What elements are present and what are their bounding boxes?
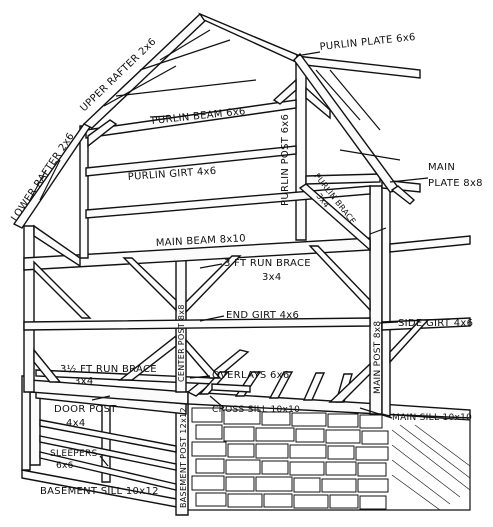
- purlin-plate-label: PURLIN PLATE 6x6: [319, 32, 416, 53]
- rafters: [12, 12, 416, 229]
- overlays-label: OVERLAYS 6x6: [212, 370, 290, 381]
- main-post-label: MAIN POST 8x8: [373, 321, 383, 394]
- cross-sill-label: CROSS SILL 10x10: [212, 405, 300, 415]
- center-post-label: CENTER POST 8x8: [177, 304, 186, 382]
- end-girt-label: END GIRT 4x6: [226, 310, 299, 321]
- three-ft-brace-label-2: 3x4: [262, 272, 282, 283]
- main-sill-label: MAIN SILL 10x10: [392, 413, 472, 423]
- purlin-beam-label: PURLIN BEAM 6x6: [151, 106, 246, 127]
- upper-frame: [33, 55, 421, 268]
- basement-sill-label: BASEMENT SILL 10x12: [40, 486, 159, 497]
- purlin-post-label: PURLIN POST 6x6: [280, 114, 291, 206]
- three-half-brace-label-1: 3½ FT RUN BRACE: [60, 363, 157, 375]
- sleepers-label-1: SLEEPERS: [50, 449, 98, 459]
- sleepers-label-2: 6x6: [56, 461, 74, 471]
- main-plate-label-2: PLATE 8x8: [428, 178, 483, 189]
- main-plate-label-1: MAIN: [428, 162, 455, 173]
- leader-lines: [91, 51, 429, 467]
- three-half-brace-label-2: 3x4: [74, 376, 94, 387]
- stone-foundation: [187, 401, 471, 511]
- lower-rafter-label: LOWER RAFTER 2x6: [9, 131, 76, 224]
- side-girt-label: SIDE GIRT 4x6: [398, 318, 473, 329]
- door-post-label-2: 4x4: [66, 418, 86, 429]
- girts-and-beams: [23, 235, 471, 403]
- basement-post-label: BASEMENT POST 12x12: [179, 407, 188, 508]
- three-ft-brace-label-1: 3 FT RUN BRACE: [224, 258, 311, 269]
- main-beam-label: MAIN BEAM 8x10: [156, 233, 247, 249]
- door-post-label-1: DOOR POST: [54, 404, 117, 415]
